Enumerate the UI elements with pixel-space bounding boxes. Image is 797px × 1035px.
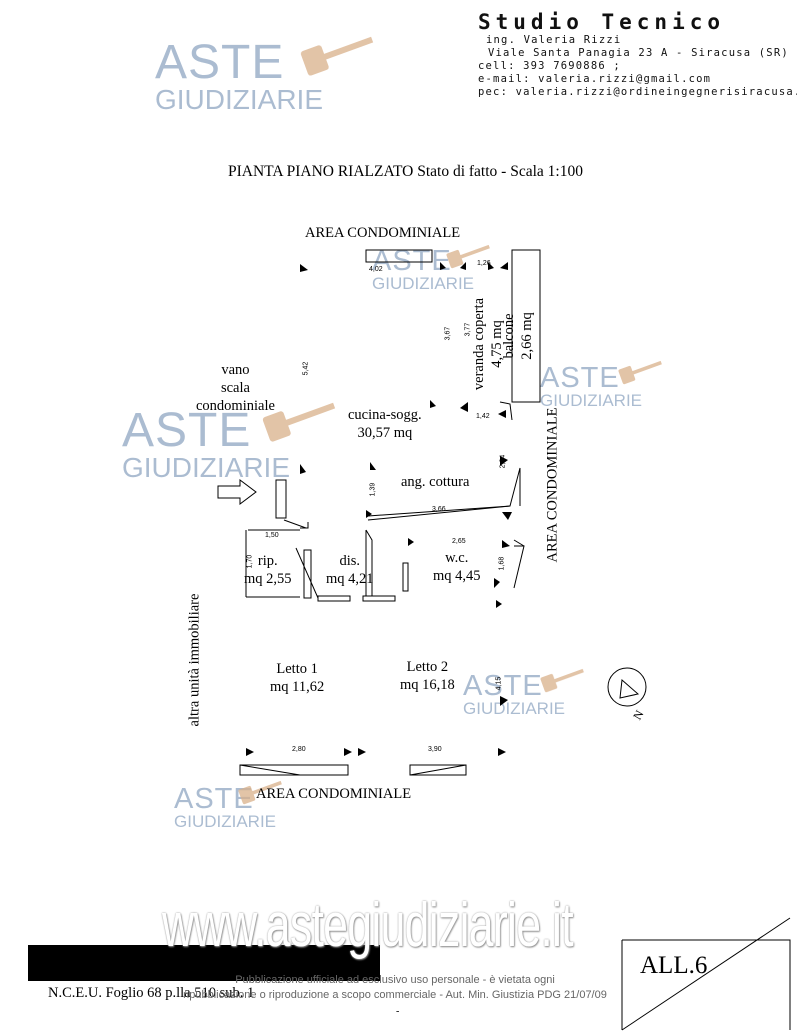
watermark-logo-center: ASTE GIUDIZIARIE [372,245,475,293]
studio-header: Studio Tecnico ing. Valeria Rizzi Viale … [478,10,797,99]
watermark-logo-bedroom: ASTE GIUDIZIARIE [463,670,566,718]
dim-366: 3,66 [432,506,446,513]
dim-168: 1,68 [498,556,506,571]
attachment-label: ALL.6 [640,952,708,979]
label-cooking: ang. cottura [401,474,470,490]
label-other-unit: altra unità immobiliare [186,593,203,727]
dim-126: 1,26 [477,260,491,267]
watermark-logo-left: ASTE GIUDIZIARIE [122,404,291,483]
label-storage: rip. mq 2,55 [244,553,292,587]
studio-title: Studio Tecnico [478,10,726,34]
label-area-top: AREA CONDOMINIALE [305,225,461,241]
dim-542: 5,42 [302,361,310,376]
dim-280: 2,80 [292,746,306,753]
studio-cell: cell: 393 7690886 ; [478,60,621,72]
studio-email: e-mail: valeria.rizzi@gmail.com [478,73,712,85]
dim-402: 4,02 [369,266,383,273]
label-kitchen: cucina-sogg. 30,57 mq [348,407,422,441]
dim-377: 3,77 [464,322,472,337]
studio-address: Viale Santa Panagia 23 A - Siracusa (SR) [488,47,789,59]
label-bed1: Letto 1 mq 11,62 [270,661,325,695]
publication-notice: Pubblicazione ufficiale ad esclusivo uso… [183,974,607,1001]
label-wc: w.c. mq 4,45 [433,550,481,584]
label-balcony: balcone 2,66 mq [500,312,535,360]
dim-265: 2,65 [452,538,466,545]
dim-367: 3,67 [444,326,452,341]
dim-139: 1,39 [369,482,377,497]
label-stair: vano scala condominiale [196,362,275,414]
label-bed2: Letto 2 mq 16,18 [400,659,455,693]
dim-142: 1,42 [476,413,490,420]
dim-390: 3,90 [428,746,442,753]
watermark-logo-bottom: ASTE GIUDIZIARIE [174,783,277,831]
plan-title: PIANTA PIANO RIALZATO Stato di fatto - S… [228,163,583,180]
cadastre-reference: N.C.E.U. Foglio 68 p.lla 510 sub. 1 [48,985,255,1001]
label-area-bottom: AREA CONDOMINIALE [256,786,412,802]
watermark-logo-right: ASTE GIUDIZIARIE [540,362,643,410]
label-hall: dis. mq 4,21 [326,553,374,587]
dim-415: 4,15 [495,676,503,691]
window-top [365,249,433,263]
watermark-site: www.astegiudiziarie.it [162,891,574,960]
balcony-outline [511,249,541,403]
label-area-right: AREA CONDOMINIALE [544,407,561,563]
studio-engineer: ing. Valeria Rizzi [486,34,622,46]
redaction-bar [28,945,380,981]
entrance-arrow [217,479,257,505]
studio-pec: pec: valeria.rizzi@ordineingegnerisiracu… [478,86,797,98]
dim-150: 1,50 [265,532,279,539]
bottom-mark: - [396,1006,400,1017]
north-arrow-icon [607,667,647,707]
watermark-logo-top: ASTE GIUDIZIARIE [155,36,324,115]
dim-284: 2,84 [499,454,507,469]
dim-170: 1,70 [246,554,254,569]
cooking-counter [367,467,521,521]
